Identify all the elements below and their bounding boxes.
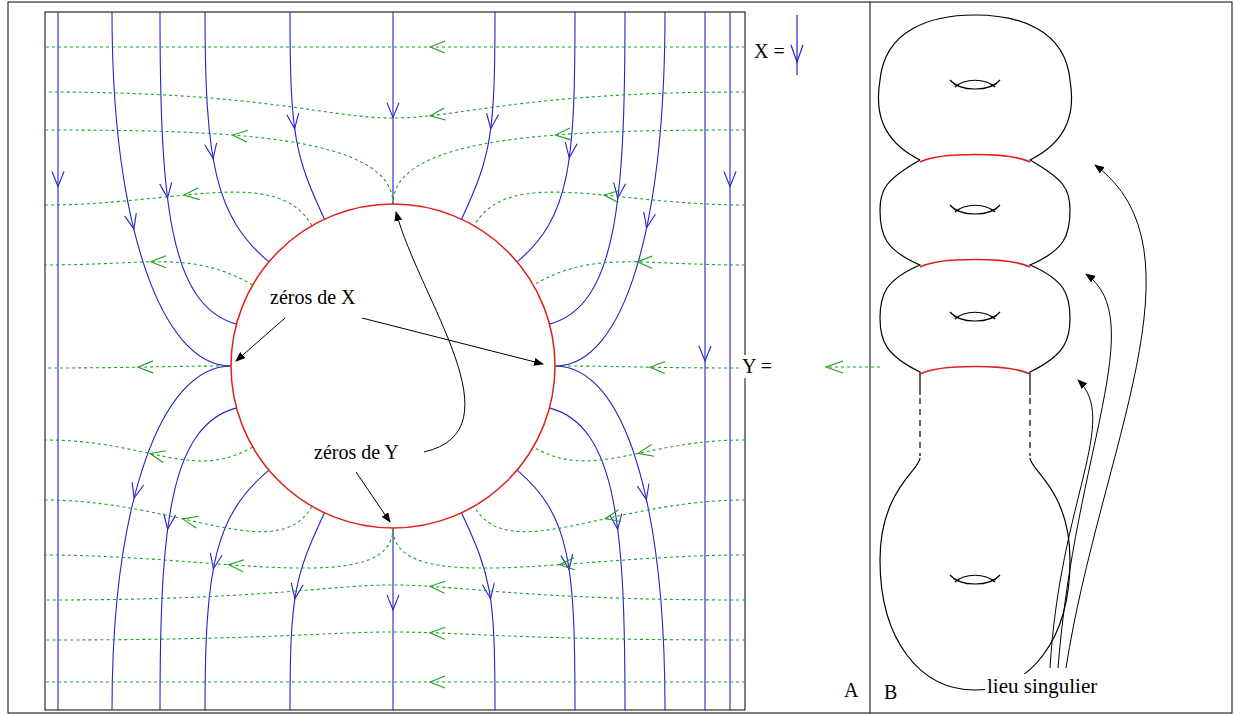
field-arrowhead bbox=[183, 516, 199, 528]
field-line bbox=[112, 366, 231, 710]
field-line bbox=[45, 92, 745, 118]
leader-arrows bbox=[236, 212, 543, 522]
field-line bbox=[160, 12, 237, 324]
field-arrowhead bbox=[233, 130, 248, 142]
panel-letter: B bbox=[882, 681, 899, 704]
field-arrowhead bbox=[487, 113, 499, 129]
panel-letter: A bbox=[842, 679, 860, 702]
field-arrowhead bbox=[132, 482, 144, 498]
square-domain bbox=[45, 12, 745, 710]
field-line bbox=[45, 528, 393, 568]
field-arrowhead bbox=[205, 143, 217, 159]
field-line bbox=[45, 192, 312, 226]
singular-necks bbox=[920, 155, 1030, 375]
field-arrowhead bbox=[724, 172, 736, 187]
field-arrowhead bbox=[430, 627, 445, 639]
field-line bbox=[45, 500, 312, 532]
field-line bbox=[550, 408, 626, 710]
field-arrowhead bbox=[565, 142, 577, 158]
panel-divider bbox=[870, 2, 871, 713]
field-arrowhead bbox=[52, 172, 64, 187]
field-line bbox=[290, 12, 325, 219]
field-line bbox=[45, 681, 745, 682]
field-arrowhead bbox=[387, 103, 399, 118]
field-arrowhead bbox=[287, 113, 299, 129]
callout-label: lieu singulier bbox=[985, 674, 1099, 698]
field-arrowhead bbox=[430, 108, 446, 120]
field-arrowhead bbox=[555, 128, 570, 140]
field-line bbox=[290, 513, 325, 710]
field-line bbox=[45, 585, 745, 600]
field-line bbox=[555, 366, 665, 710]
genus-surface bbox=[878, 15, 1071, 690]
field-arrowhead bbox=[650, 361, 665, 373]
field-line bbox=[729, 12, 730, 710]
field-line bbox=[45, 632, 745, 640]
field-arrowhead bbox=[699, 346, 711, 361]
field-line bbox=[474, 500, 745, 532]
field-arrowhead bbox=[604, 191, 620, 203]
field-line bbox=[550, 12, 626, 324]
field-line bbox=[57, 12, 58, 710]
field-line bbox=[555, 12, 665, 366]
outer-frame bbox=[8, 2, 1232, 713]
field-arrowhead bbox=[184, 188, 199, 200]
field-arrowhead bbox=[387, 595, 399, 610]
field-line bbox=[392, 12, 393, 204]
field-arrowhead bbox=[138, 361, 153, 373]
field-line bbox=[392, 528, 393, 710]
field-line bbox=[205, 12, 269, 262]
field-arrowhead bbox=[637, 256, 652, 268]
field-line bbox=[205, 470, 269, 710]
field-line bbox=[160, 408, 237, 710]
field-line bbox=[474, 192, 745, 226]
field-arrowhead bbox=[125, 213, 137, 229]
field-line bbox=[462, 513, 496, 710]
callout-label: zéros de X bbox=[268, 286, 358, 309]
field-arrowhead bbox=[430, 676, 445, 688]
field-line bbox=[45, 262, 253, 285]
field-lines bbox=[45, 12, 745, 710]
field-arrowhead bbox=[614, 182, 626, 198]
field-line bbox=[393, 528, 745, 568]
callout-label: zéros de Y bbox=[312, 441, 401, 464]
field-arrowhead bbox=[638, 444, 654, 456]
field-arrowhead bbox=[430, 41, 445, 53]
field-arrowhead bbox=[151, 256, 166, 268]
field-arrowhead bbox=[210, 553, 222, 569]
field-arrowhead bbox=[637, 484, 649, 500]
field-line bbox=[517, 12, 575, 262]
field-arrowhead bbox=[430, 581, 445, 593]
field-line bbox=[517, 470, 575, 710]
field-line bbox=[462, 12, 496, 219]
field-arrowhead bbox=[229, 560, 244, 572]
field-line bbox=[45, 440, 253, 461]
field-arrowhead bbox=[150, 451, 166, 463]
neck-leaders bbox=[1050, 165, 1146, 668]
field-arrowhead bbox=[605, 510, 621, 522]
field-arrowhead bbox=[559, 558, 574, 570]
field-arrowhead bbox=[160, 182, 172, 198]
field-line bbox=[533, 262, 745, 285]
legend-text: Y = bbox=[740, 355, 774, 378]
field-line bbox=[533, 440, 745, 461]
field-arrowhead bbox=[644, 212, 656, 228]
singular-circle bbox=[231, 204, 555, 528]
legend-samples bbox=[791, 15, 880, 373]
legend-text: X = bbox=[752, 40, 787, 63]
field-line bbox=[45, 46, 745, 47]
